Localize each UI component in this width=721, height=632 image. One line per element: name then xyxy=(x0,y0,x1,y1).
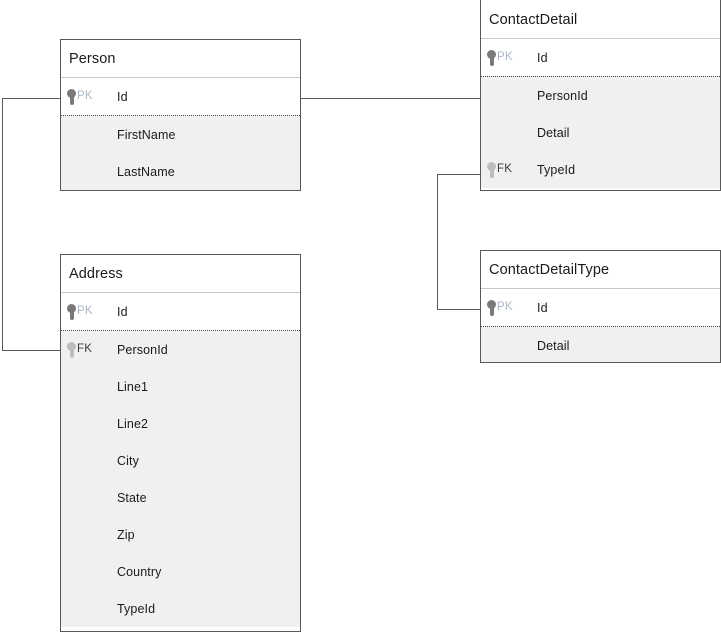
column-row[interactable]: FirstName xyxy=(61,116,300,153)
column-name: FirstName xyxy=(117,127,176,142)
column-name: Country xyxy=(117,564,162,579)
column-row[interactable]: State xyxy=(61,479,300,516)
column-name: City xyxy=(117,453,139,468)
entity-title: Address xyxy=(61,255,300,293)
column-row[interactable]: Line2 xyxy=(61,405,300,442)
column-name: Detail xyxy=(537,125,570,140)
column-name: TypeId xyxy=(537,162,576,177)
key-indicator-cell: PK xyxy=(487,299,531,316)
entity-title: ContactDetailType xyxy=(481,251,720,289)
key-label: PK xyxy=(497,300,513,313)
key-indicator-cell: PK xyxy=(487,49,531,66)
key-indicator-cell: FK xyxy=(487,161,531,178)
primary-key-icon xyxy=(67,303,76,320)
key-indicator-cell: FK xyxy=(67,341,111,358)
column-name: PersonId xyxy=(537,88,588,103)
column-name: State xyxy=(117,490,147,505)
primary-key-section: PK Id xyxy=(61,293,300,331)
column-row[interactable]: PK Id xyxy=(61,78,300,115)
column-name: Id xyxy=(537,50,548,65)
relationship-line-contactdetail-to-contactdetailtype xyxy=(437,309,481,310)
column-row[interactable]: PK Id xyxy=(481,289,720,326)
relationship-line-contactdetail-to-contactdetailtype xyxy=(437,174,481,175)
column-row[interactable]: Line1 xyxy=(61,368,300,405)
column-row[interactable]: PK Id xyxy=(481,39,720,76)
foreign-key-icon xyxy=(487,161,496,178)
column-name: TypeId xyxy=(117,601,156,616)
column-name: Line2 xyxy=(117,416,149,431)
entity-title: Person xyxy=(61,40,300,78)
relationship-line-contactdetail-to-contactdetailtype xyxy=(437,174,438,309)
column-row[interactable]: Zip xyxy=(61,516,300,553)
column-row[interactable]: City xyxy=(61,442,300,479)
column-row[interactable]: FK PersonId xyxy=(61,331,300,368)
column-row[interactable]: TypeId xyxy=(61,590,300,627)
relationship-line-person-to-address xyxy=(2,98,61,99)
column-name: PersonId xyxy=(117,342,168,357)
primary-key-section: PK Id xyxy=(481,289,720,327)
primary-key-section: PK Id xyxy=(61,78,300,116)
column-name: Zip xyxy=(117,527,135,542)
attribute-section: Detail xyxy=(481,327,720,362)
key-label: FK xyxy=(497,162,513,175)
key-indicator-cell: PK xyxy=(67,303,111,320)
key-label: PK xyxy=(77,89,93,102)
primary-key-section: PK Id xyxy=(481,39,720,77)
key-label: FK xyxy=(77,342,93,355)
primary-key-icon xyxy=(487,299,496,316)
column-row[interactable]: PK Id xyxy=(61,293,300,330)
column-name: Id xyxy=(117,304,128,319)
column-name: Line1 xyxy=(117,379,149,394)
entity-title: ContactDetail xyxy=(481,0,720,39)
column-row[interactable]: LastName xyxy=(61,153,300,190)
relationship-line-person-to-address xyxy=(2,98,3,350)
column-row[interactable]: Country xyxy=(61,553,300,590)
relationship-line-person-to-contactdetail xyxy=(301,98,481,99)
primary-key-icon xyxy=(67,88,76,105)
foreign-key-icon xyxy=(67,341,76,358)
primary-key-icon xyxy=(487,49,496,66)
key-label: PK xyxy=(77,304,93,317)
key-label: PK xyxy=(497,50,513,63)
key-indicator-cell: PK xyxy=(67,88,111,105)
column-name: Id xyxy=(117,89,128,104)
column-row[interactable]: Detail xyxy=(481,327,720,362)
column-row[interactable]: FK TypeId xyxy=(481,151,720,188)
relationship-line-person-to-address xyxy=(2,350,61,351)
column-name: LastName xyxy=(117,164,175,179)
column-name: Detail xyxy=(537,338,570,353)
column-row[interactable]: Detail xyxy=(481,114,720,151)
column-name: Id xyxy=(537,300,548,315)
column-row[interactable]: PersonId xyxy=(481,77,720,114)
